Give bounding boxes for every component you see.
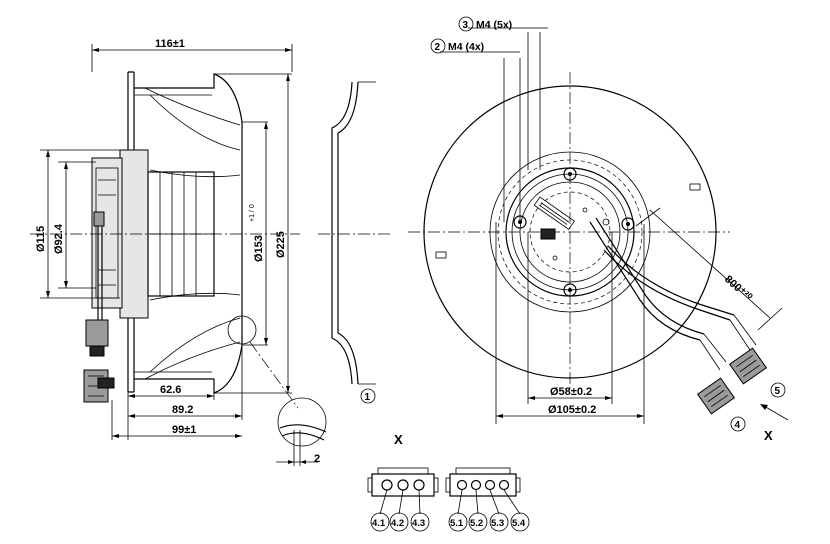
callout-2: 2 bbox=[435, 42, 441, 53]
dim-dia-115: Ø115 bbox=[35, 226, 47, 252]
connector-5-body bbox=[728, 347, 768, 385]
pin-5-2: 5.2 bbox=[470, 518, 483, 529]
pin-5-3: 5.3 bbox=[491, 518, 504, 529]
pin-5-4: 5.4 bbox=[512, 518, 526, 529]
dim-dia-105: Ø105±0.2 bbox=[548, 404, 596, 416]
callout-2-circle bbox=[430, 38, 446, 54]
callout-3-circle bbox=[458, 16, 474, 32]
dim-dia-58: Ø58±0.2 bbox=[550, 386, 592, 398]
mounting-holes bbox=[513, 167, 635, 297]
front-view: 800⁺²⁰ Ø58±0.2 Ø105±0.2 2 M4 (4x) 3 M4 (… bbox=[408, 16, 789, 443]
pin-labels-4: 4.1 4.2 4.3 bbox=[370, 512, 430, 532]
connector-title-x: X bbox=[394, 432, 403, 447]
dim-800: 800⁺²⁰ bbox=[722, 273, 754, 304]
dim-dia-153: Ø153 bbox=[253, 235, 265, 262]
label-m4-4x: M4 (4x) bbox=[448, 41, 484, 53]
dim-dia-153-tol: +1 / 0 bbox=[249, 204, 256, 222]
pin-4-2: 4.2 bbox=[391, 518, 404, 529]
connector-4-body bbox=[696, 377, 736, 415]
callout-4-circle bbox=[730, 416, 746, 432]
dim-dia-92-4: Ø92.4 bbox=[53, 223, 65, 254]
rating-label bbox=[533, 196, 575, 230]
detail-view: 2 bbox=[276, 397, 327, 466]
pin-labels-5: 5.1 5.2 5.3 5.4 bbox=[448, 512, 530, 532]
callout-1-circle bbox=[360, 388, 376, 404]
callout-5: 5 bbox=[775, 386, 781, 397]
inlet-ring-view: 1 bbox=[318, 81, 390, 404]
view-label-x: X bbox=[764, 428, 773, 443]
callout-1: 1 bbox=[365, 392, 371, 403]
pin-4-3: 4.3 bbox=[412, 518, 425, 529]
side-view: 116±1 bbox=[30, 38, 300, 440]
dim-99: 99±1 bbox=[172, 424, 196, 436]
callout-4: 4 bbox=[735, 420, 741, 431]
label-m4-5x: M4 (5x) bbox=[476, 19, 512, 31]
callout-5-circle bbox=[770, 382, 786, 398]
dim-dia-225: Ø225 bbox=[275, 231, 287, 258]
callout-3: 3 bbox=[463, 20, 469, 31]
dim-2: 2 bbox=[314, 453, 320, 465]
dim-116: 116±1 bbox=[155, 38, 185, 50]
connector-detail: X 4.1 4.2 4.3 bbox=[367, 432, 530, 532]
pin-5-1: 5.1 bbox=[450, 518, 464, 529]
dim-89-2: 89.2 bbox=[172, 404, 193, 416]
dim-62-6: 62.6 bbox=[160, 384, 181, 396]
pin-4-1: 4.1 bbox=[372, 518, 386, 529]
